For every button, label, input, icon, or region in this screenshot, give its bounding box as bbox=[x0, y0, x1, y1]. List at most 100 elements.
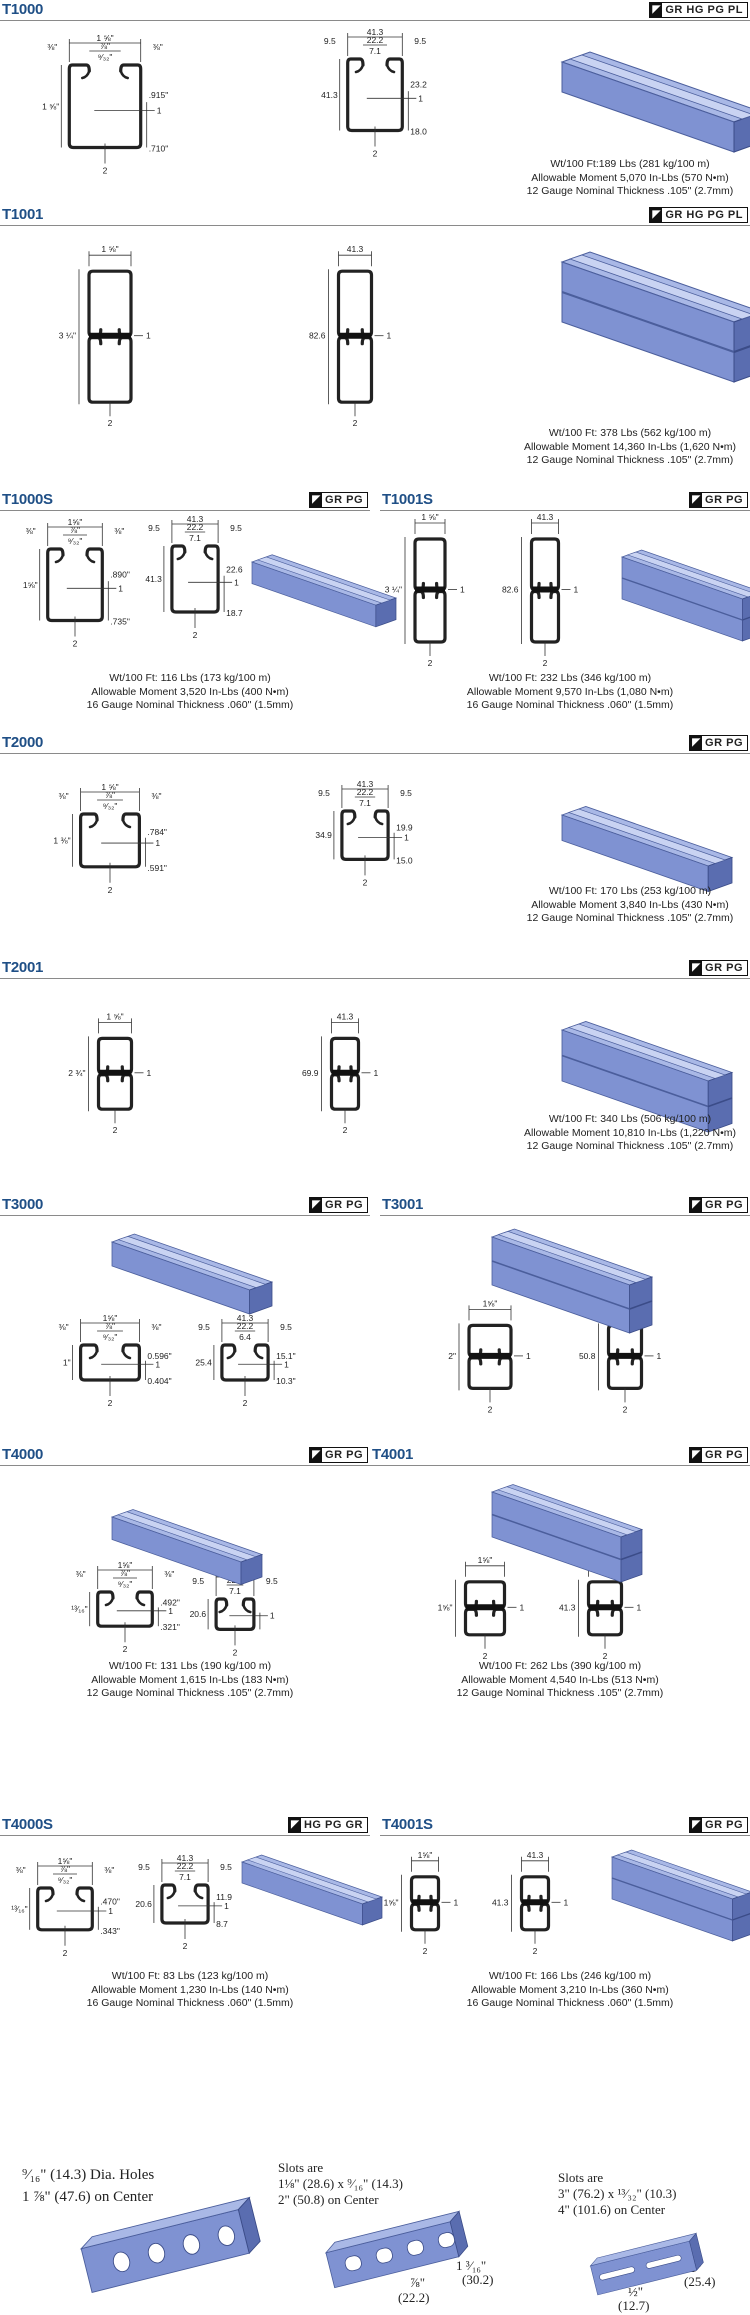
opening-dim: ⅞" bbox=[100, 41, 110, 51]
height-dim: 41.3 bbox=[321, 90, 338, 100]
left-lip-dim: 9.5 bbox=[318, 788, 330, 798]
height-dim: 20.6 bbox=[190, 1609, 207, 1619]
channel-3d-view bbox=[610, 1849, 750, 1942]
width-dim: 41.3 bbox=[537, 512, 554, 522]
channel-3d-render bbox=[490, 1228, 654, 1334]
catalog-icon: ◤ bbox=[690, 961, 703, 975]
right-lip bbox=[373, 815, 384, 826]
product-title: T4001S bbox=[382, 1816, 433, 1833]
upper-centroid-dim: 11.9 bbox=[216, 1892, 232, 1902]
section-header: T1000S ◤GR PG bbox=[0, 490, 370, 511]
slot-dim: 7.1 bbox=[189, 533, 201, 543]
axis-1-label: 1 bbox=[155, 838, 160, 848]
catalog-icon: ◤ bbox=[690, 1448, 703, 1462]
axis-1-label: 1 bbox=[574, 585, 579, 595]
width-dim: 41.3 bbox=[367, 27, 384, 37]
axis-1-label: 1 bbox=[155, 1359, 160, 1369]
imperial-profile: 1⅝"2"12 bbox=[448, 1298, 531, 1414]
height-dim: 82.6 bbox=[309, 331, 326, 341]
axis-2-label: 2 bbox=[363, 877, 368, 887]
finish-codes: GR PG bbox=[705, 737, 743, 749]
lower-channel bbox=[409, 1902, 441, 1932]
weight-spec: Wt/100 Ft: 170 Lbs (253 kg/100 m) bbox=[548, 885, 712, 897]
channel-outline bbox=[160, 1883, 210, 1925]
height-dim: 1⅝" bbox=[438, 1602, 453, 1612]
product-title: T1000 bbox=[2, 1, 44, 18]
height-dim: 41.3 bbox=[145, 574, 162, 584]
lower-channel bbox=[519, 1902, 551, 1932]
lower-channel bbox=[336, 336, 374, 404]
slot-dim: 7.1 bbox=[229, 1586, 241, 1596]
finish-codes: GR PG bbox=[325, 494, 363, 506]
height-dim: 41.3 bbox=[559, 1602, 576, 1612]
spec-block: Wt/100 Ft: 83 Lbs (123 kg/100 m)Allowabl… bbox=[70, 1970, 310, 2011]
right-lip bbox=[121, 818, 132, 829]
imperial-profile: 1⅝"⅞"⁹⁄₃₂"⅜"⅜"1⅝".890".735"12 bbox=[23, 517, 130, 649]
width-dim: 1⅝" bbox=[478, 1555, 493, 1565]
section-header: T3000 ◤GR PG bbox=[0, 1195, 370, 1216]
product-title: T2000 bbox=[2, 734, 44, 751]
channel-3d-render bbox=[560, 51, 750, 153]
height-dim: 3 ¼" bbox=[385, 585, 402, 595]
finish-badge: ◤GR PG bbox=[689, 960, 748, 976]
catalog-icon: ◤ bbox=[690, 1818, 703, 1832]
product-title: T2001 bbox=[2, 959, 44, 976]
slots1-dim-height-metric: (30.2) bbox=[462, 2272, 494, 2287]
slots2-dim-height-metric: (25.4) bbox=[684, 2274, 716, 2289]
axis-2-label: 2 bbox=[183, 1941, 188, 1951]
opening-dim: 22.2 bbox=[357, 787, 374, 797]
axis-1-label: 1 bbox=[157, 105, 162, 115]
right-lip-dim: ⅜" bbox=[164, 1569, 174, 1579]
slot bbox=[599, 2266, 635, 2281]
right-lip-dim: 9.5 bbox=[414, 36, 426, 46]
channel-3d-render bbox=[620, 549, 750, 642]
height-dim: 1⅝" bbox=[384, 1897, 399, 1907]
width-dim: 1⅝" bbox=[118, 1560, 133, 1570]
right-lip bbox=[135, 1596, 146, 1607]
holes-channel-render bbox=[79, 2196, 261, 2293]
width-dim: 1 ⅝" bbox=[421, 512, 438, 522]
right-lip bbox=[85, 553, 96, 564]
product-title: T3000 bbox=[2, 1196, 44, 1213]
right-lip-dim: ⅜" bbox=[151, 791, 161, 801]
channel-outline bbox=[346, 57, 404, 133]
spec-block: Wt/100 Ft: 262 Lbs (390 kg/100 m)Allowab… bbox=[440, 1660, 680, 1701]
axis-1-label: 1 bbox=[108, 1906, 113, 1916]
opening-dim: ⅞" bbox=[105, 1321, 115, 1331]
left-lip bbox=[166, 1889, 177, 1900]
lower-channel bbox=[463, 1607, 507, 1637]
slots2-dim-width-metric: (12.7) bbox=[618, 2298, 650, 2313]
section-header: T3001 ◤GR PG bbox=[380, 1195, 750, 1216]
left-lip-dim: ⅜" bbox=[47, 42, 57, 52]
lower-channel bbox=[467, 1356, 513, 1390]
imperial-profile: 1 ⅝"⅞"⁹⁄₃₂"⅜"⅜"1 ⅝".915".710"12 bbox=[42, 33, 168, 176]
moment-spec: Allowable Moment 3,840 In-Lbs (430 N•m) bbox=[531, 898, 729, 911]
axis-1-label: 1 bbox=[146, 331, 151, 341]
lower-centroid-dim: 18.7 bbox=[226, 608, 243, 618]
channel-3d-view bbox=[110, 1233, 274, 1315]
opening-dim: ⅞" bbox=[70, 525, 80, 535]
spec-block: Wt/100 Ft: 166 Lbs (246 kg/100 m)Allowab… bbox=[450, 1970, 690, 2011]
axis-1-label: 1 bbox=[418, 93, 423, 103]
gauge-spec: 12 Gauge Nominal Thickness .105" (2.7mm) bbox=[526, 912, 734, 924]
left-lip-dim: ⅜" bbox=[16, 1865, 26, 1875]
upper-centroid-dim: 19.9 bbox=[396, 822, 413, 832]
finish-codes: GR PG bbox=[705, 1819, 743, 1831]
left-lip bbox=[44, 1892, 55, 1903]
slots1-label: Slots are bbox=[278, 2160, 324, 2175]
lower-centroid-dim: 0.404" bbox=[147, 1376, 171, 1386]
weight-spec: Wt/100 Ft: 166 Lbs (246 kg/100 m) bbox=[488, 1970, 652, 1982]
slot-dim: ⁹⁄₃₂" bbox=[98, 52, 113, 62]
upper-channel bbox=[413, 537, 447, 592]
channel-3d-view bbox=[560, 51, 750, 153]
channel-3d-render bbox=[250, 554, 398, 628]
width-dim: 1⅝" bbox=[483, 1298, 498, 1308]
height-dim: ¹³⁄₁₆" bbox=[11, 1904, 27, 1914]
axis-2-label: 2 bbox=[343, 1125, 348, 1135]
